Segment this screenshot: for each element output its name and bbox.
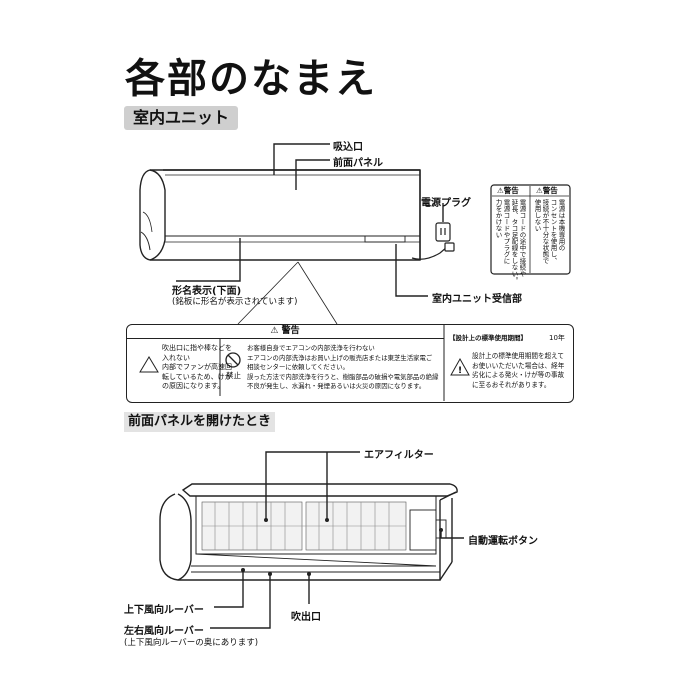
section-label-indoor-unit: 室内ユニット: [124, 106, 238, 130]
warning-heading: ⚠ 警告: [126, 324, 444, 339]
model-display-note: (銘板に形名が表示されています): [172, 297, 298, 307]
warning-item-cleaning: お客様自身でエアコンの内部洗浄を行わない エアコンの内部洗浄はお買い上げの販売店…: [247, 344, 439, 390]
vertical-louver-label: 上下風向ルーバー: [124, 605, 204, 616]
svg-text:!: !: [458, 366, 462, 376]
air-filter-label: エアフィルター: [364, 450, 434, 461]
plug-tag-text-right: 電源は本機専用の コンセントを使用し、 接続が不十分な状態で 使用しない: [533, 199, 565, 264]
usage-period-heading: 【設計上の標準使用期間】: [449, 334, 527, 342]
receiver-label: 室内ユニット受信部: [432, 294, 522, 305]
plug-tag-heading-left: ⚠警告: [497, 186, 519, 195]
front-panel-label: 前面パネル: [333, 158, 383, 169]
horizontal-louver-note: (上下風向ルーバーの奥にあります): [124, 638, 259, 648]
section-label-panel-open: 前面パネルを開けたとき: [124, 412, 276, 432]
auto-button-label: 自動運転ボタン: [468, 536, 538, 547]
plug-tag-text-left: 電源コードの途中で接続や 延長、タコ足配線をしない。 電源コードやプラグに 力を…: [494, 199, 526, 284]
plug-tag-heading-right: ⚠警告: [536, 186, 558, 195]
page-title: 各部のなまえ: [125, 56, 377, 102]
model-display-label: 形名表示(下面): [172, 286, 242, 297]
prohibit-label: 禁止: [226, 371, 241, 380]
usage-period-value: 10年: [549, 334, 565, 342]
power-plug-label: 電源プラグ: [421, 198, 471, 209]
usage-period-text: 設計上の標準使用期間を超えて お使いいただいた場合は、経年 劣化による発火・けが…: [472, 352, 565, 389]
horizontal-louver-label: 左右風向ルーバー: [124, 626, 204, 637]
air-inlet-label: 吸込口: [333, 142, 363, 153]
warning-box: [126, 324, 574, 403]
outlet-label: 吹出口: [291, 612, 321, 623]
warning-item-fingers: 吹出口に指や棒などを 入れない 内部でファンが高速回 転しているため、けが の原…: [162, 344, 232, 390]
